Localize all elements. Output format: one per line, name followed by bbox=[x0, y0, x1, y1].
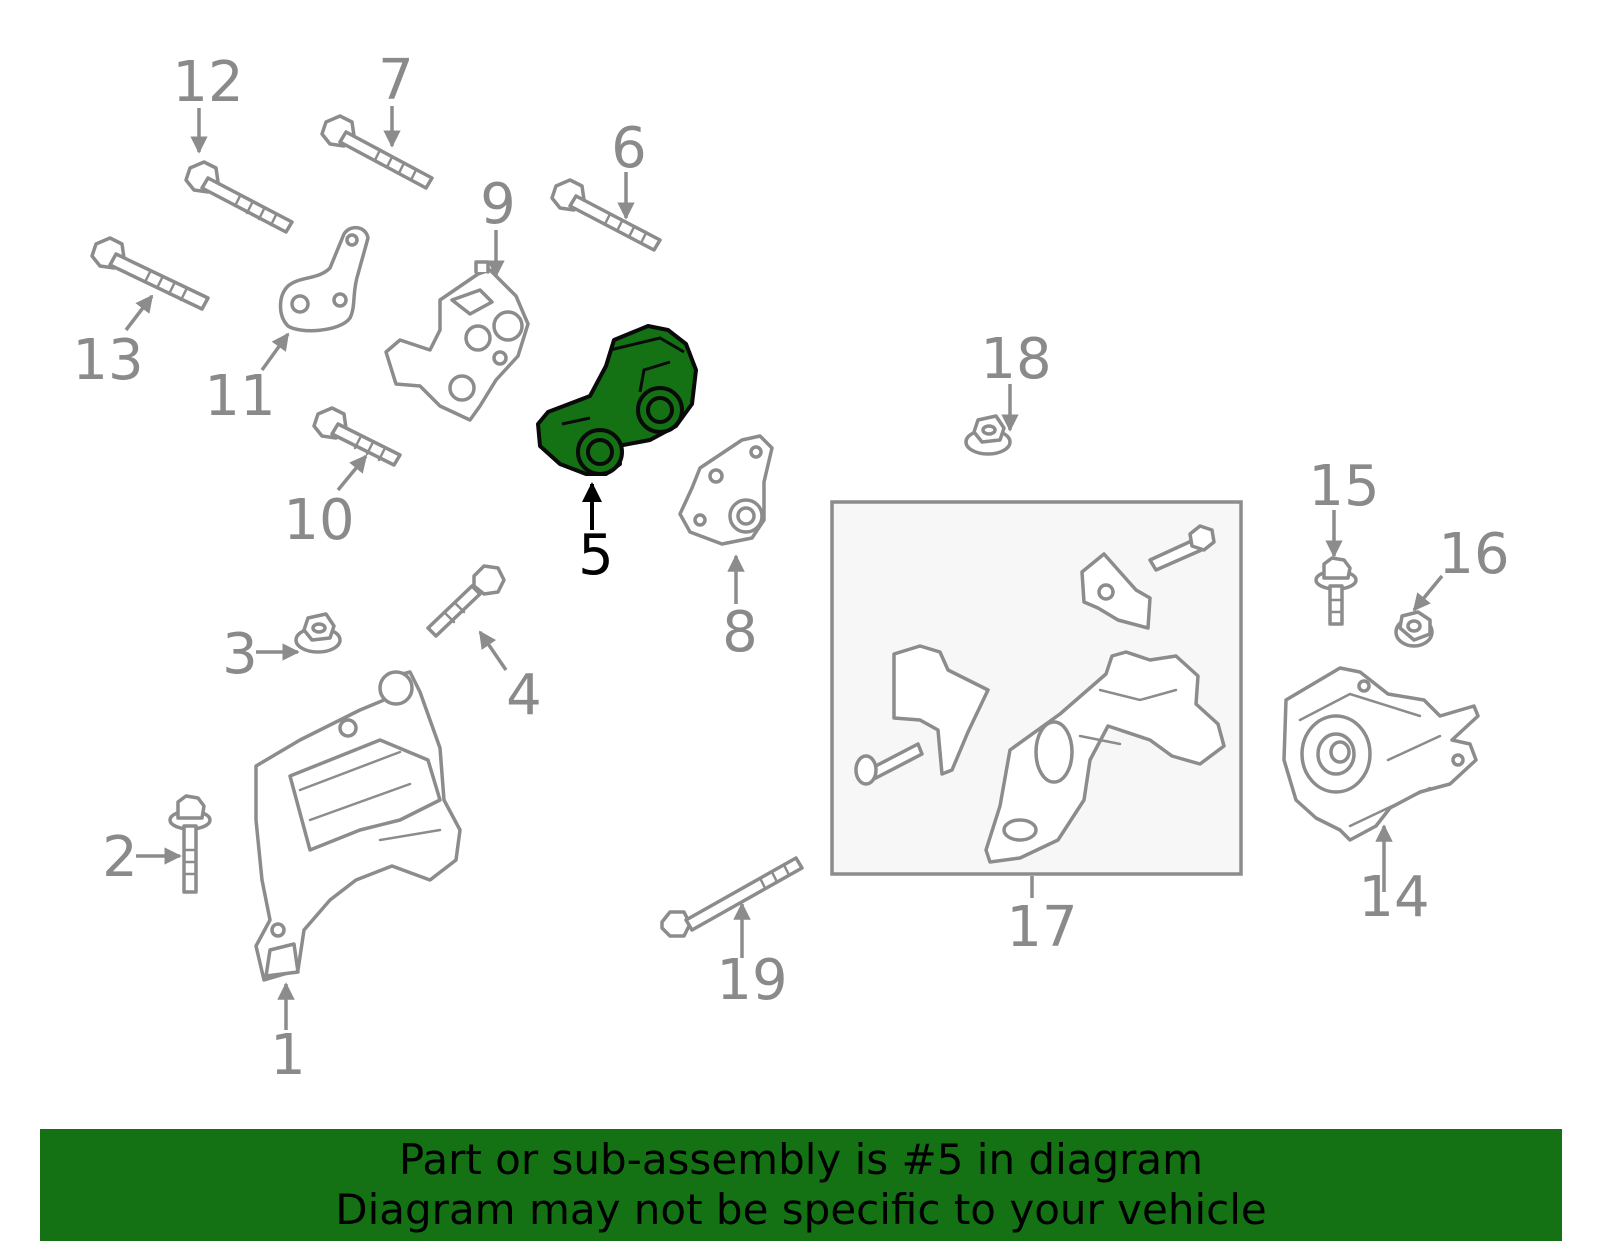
part-6-bolt[interactable] bbox=[550, 178, 662, 252]
callout-1[interactable]: 1 bbox=[270, 1023, 306, 1088]
callout-15[interactable]: 15 bbox=[1308, 454, 1379, 519]
part-19-bolt[interactable] bbox=[660, 856, 804, 938]
part-18-nut[interactable] bbox=[964, 414, 1012, 456]
callout-17[interactable]: 17 bbox=[1006, 895, 1077, 960]
callout-18[interactable]: 18 bbox=[980, 327, 1051, 392]
callout-8[interactable]: 8 bbox=[722, 600, 758, 665]
part-12-bolt[interactable] bbox=[184, 160, 294, 234]
callout-6[interactable]: 6 bbox=[611, 116, 647, 181]
part-9-bracket[interactable] bbox=[384, 260, 530, 422]
part-5-mount[interactable] bbox=[536, 324, 698, 476]
callout-10[interactable]: 10 bbox=[283, 488, 354, 553]
callout-11[interactable]: 11 bbox=[204, 364, 275, 429]
part-7-bolt[interactable] bbox=[320, 114, 434, 190]
callout-12[interactable]: 12 bbox=[172, 50, 243, 115]
callout-9[interactable]: 9 bbox=[480, 172, 516, 237]
part-4-bolt[interactable] bbox=[426, 564, 506, 638]
banner-line-2: Diagram may not be specific to your vehi… bbox=[335, 1185, 1267, 1234]
info-banner: Part or sub-assembly is #5 in diagram Di… bbox=[40, 1129, 1562, 1241]
banner-line-1: Part or sub-assembly is #5 in diagram bbox=[398, 1135, 1204, 1184]
callout-7[interactable]: 7 bbox=[378, 48, 414, 113]
callout-14[interactable]: 14 bbox=[1358, 865, 1429, 930]
callout-19[interactable]: 19 bbox=[716, 948, 787, 1013]
part-13-bolt[interactable] bbox=[90, 236, 210, 311]
callout-3[interactable]: 3 bbox=[222, 622, 258, 687]
callout-4[interactable]: 4 bbox=[506, 663, 542, 728]
part-3-nut[interactable] bbox=[294, 612, 342, 654]
callout-2[interactable]: 2 bbox=[102, 825, 138, 890]
callout-16[interactable]: 16 bbox=[1438, 522, 1509, 587]
part-8-bracket[interactable] bbox=[678, 434, 774, 546]
leader-lines bbox=[124, 106, 1444, 1030]
part-11-bracket[interactable] bbox=[278, 225, 370, 333]
part-1-mount[interactable] bbox=[254, 670, 462, 982]
part-14-mount[interactable] bbox=[1282, 666, 1480, 842]
part-17-kit[interactable] bbox=[830, 500, 1243, 876]
part-10-bolt[interactable] bbox=[312, 406, 402, 467]
callout-13[interactable]: 13 bbox=[72, 328, 143, 393]
part-16-nut[interactable] bbox=[1394, 610, 1434, 648]
callout-5-selected[interactable]: 5 bbox=[578, 523, 614, 588]
part-15-bolt[interactable] bbox=[1314, 556, 1358, 626]
part-2-bolt[interactable] bbox=[168, 794, 212, 894]
